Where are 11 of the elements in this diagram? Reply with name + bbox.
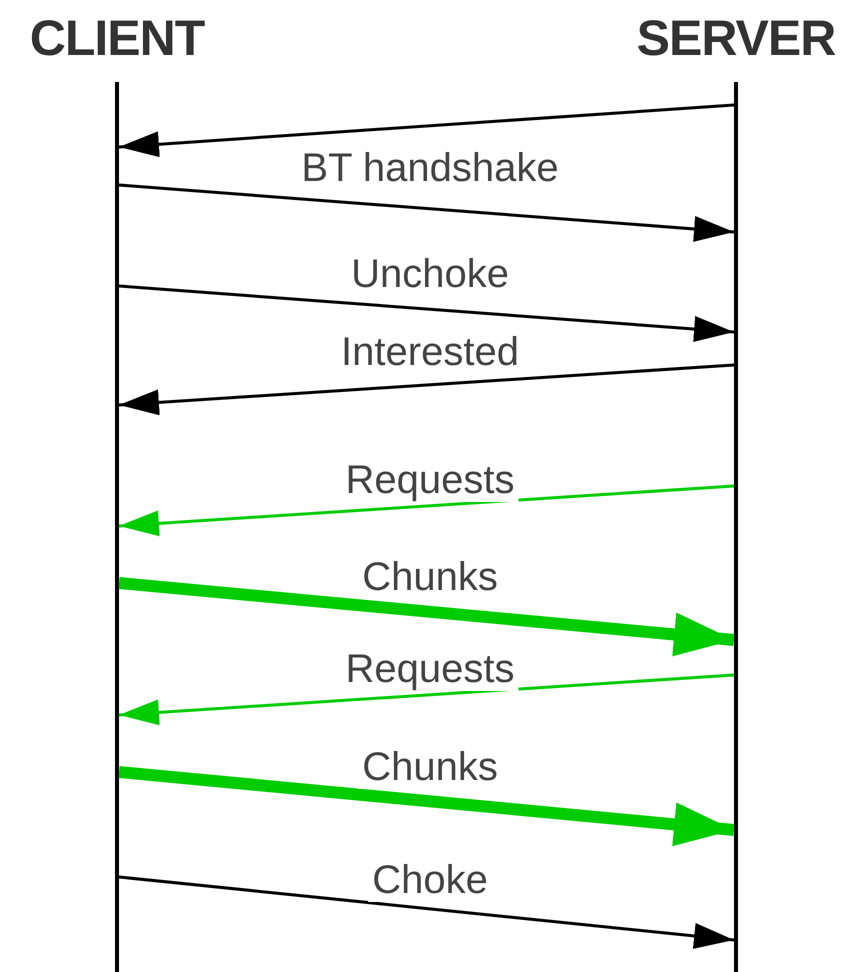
arrow (118, 284, 734, 342)
arrow (118, 104, 734, 158)
arrow (118, 484, 734, 536)
arrow (118, 364, 734, 416)
arrow (118, 766, 735, 846)
arrow (118, 674, 734, 726)
lifeline-heading: SERVER (636, 9, 836, 68)
arrow (118, 876, 734, 949)
arrow (118, 577, 735, 656)
arrow (118, 184, 734, 242)
lifeline-heading: CLIENT (30, 9, 204, 68)
